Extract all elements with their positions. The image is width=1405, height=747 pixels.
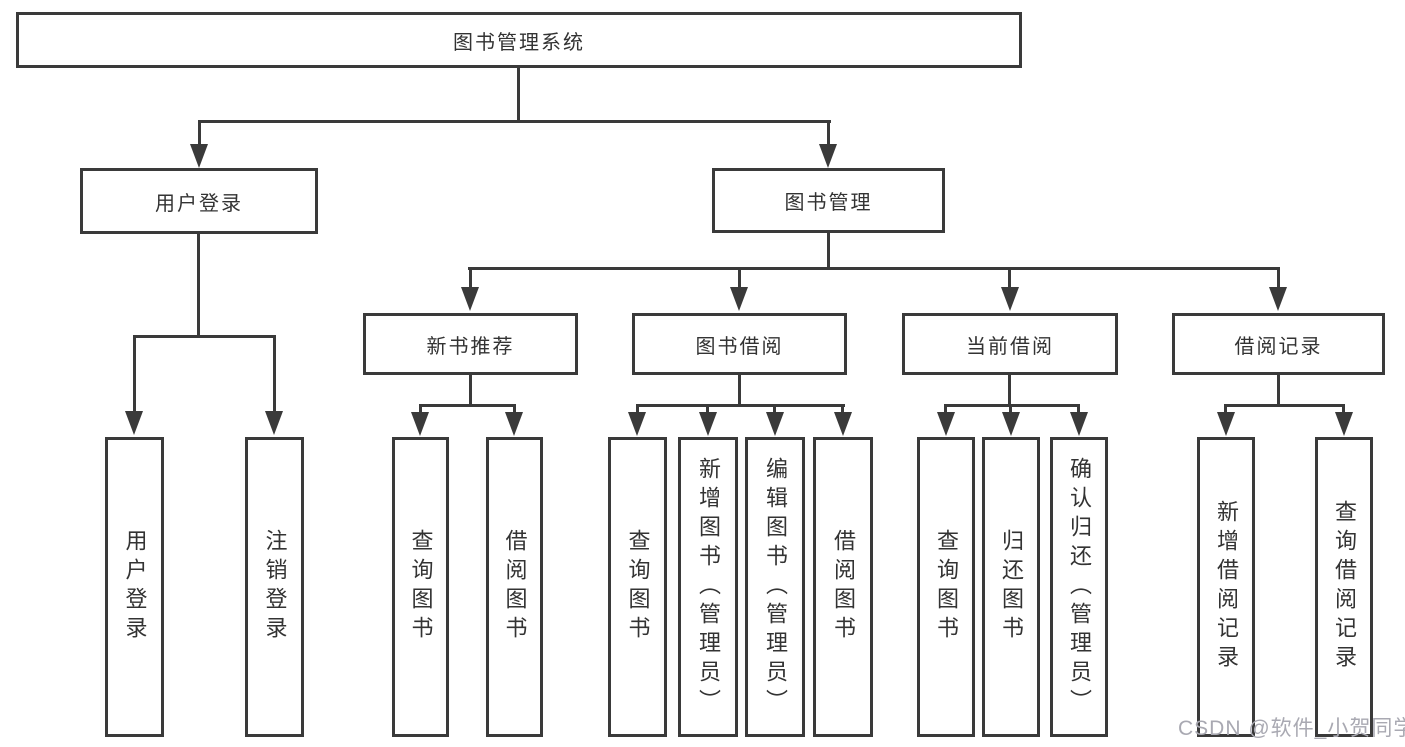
arrowhead-down-icon — [730, 287, 748, 311]
connector-drop — [469, 267, 472, 289]
connector-stem — [1008, 375, 1011, 406]
node-user-login: 用户登录 — [80, 168, 318, 234]
connector-drop — [827, 120, 830, 146]
leaf-add-borrow-record: 新增借阅记录 — [1197, 437, 1255, 737]
connector-stem — [738, 375, 741, 406]
connector-drop — [841, 404, 844, 414]
connector-branch — [636, 404, 845, 407]
connector-drop — [706, 404, 709, 414]
leaf-borrow-books: 借阅图书 — [813, 437, 873, 737]
arrowhead-down-icon — [628, 412, 646, 436]
connector-drop — [513, 404, 516, 414]
connector-branch — [419, 404, 516, 407]
leaf-query-books: 查询图书 — [392, 437, 449, 737]
connector-drop — [198, 120, 201, 146]
arrowhead-down-icon — [411, 412, 429, 436]
node-new-book-recommend: 新书推荐 — [363, 313, 578, 375]
arrowhead-down-icon — [1070, 412, 1088, 436]
arrowhead-down-icon — [1269, 287, 1287, 311]
arrowhead-down-icon — [699, 412, 717, 436]
arrowhead-down-icon — [1217, 412, 1235, 436]
connector-stem — [469, 375, 472, 406]
leaf-confirm-return-admin: 确认归还（管理员） — [1050, 437, 1108, 737]
arrowhead-down-icon — [505, 412, 523, 436]
connector-drop — [1224, 404, 1227, 414]
leaf-borrow-books: 借阅图书 — [486, 437, 543, 737]
connector-drop — [1008, 267, 1011, 289]
connector-branch — [944, 404, 1080, 407]
connector-drop — [1277, 267, 1280, 289]
arrowhead-down-icon — [937, 412, 955, 436]
leaf-query-books: 查询图书 — [608, 437, 667, 737]
arrowhead-down-icon — [125, 411, 143, 435]
connector-stem — [827, 233, 830, 269]
node-book-management: 图书管理 — [712, 168, 945, 233]
arrowhead-down-icon — [834, 412, 852, 436]
arrowhead-down-icon — [766, 412, 784, 436]
arrowhead-down-icon — [1001, 287, 1019, 311]
leaf-query-books: 查询图书 — [917, 437, 975, 737]
connector-drop — [1077, 404, 1080, 414]
connector-branch — [198, 120, 831, 123]
arrowhead-down-icon — [461, 287, 479, 311]
connector-drop — [773, 404, 776, 414]
arrowhead-down-icon — [819, 144, 837, 168]
arrowhead-down-icon — [265, 411, 283, 435]
node-book-borrowing: 图书借阅 — [632, 313, 847, 375]
connector-branch — [468, 267, 1280, 270]
connector-drop — [636, 404, 639, 414]
connector-drop — [944, 404, 947, 414]
connector-stem — [1277, 375, 1280, 406]
leaf-return-books: 归还图书 — [982, 437, 1040, 737]
leaf-add-books-admin: 新增图书（管理员） — [678, 437, 738, 737]
connector-drop — [738, 267, 741, 289]
leaf-user-login: 用户登录 — [105, 437, 164, 737]
watermark: CSDN @软件_小贺同学 — [1178, 717, 1405, 740]
leaf-edit-books-admin: 编辑图书（管理员） — [745, 437, 805, 737]
connector-drop — [1009, 404, 1012, 414]
arrowhead-down-icon — [190, 144, 208, 168]
connector-stem — [517, 68, 520, 121]
leaf-query-borrow-record: 查询借阅记录 — [1315, 437, 1373, 737]
node-current-borrowing: 当前借阅 — [902, 313, 1118, 375]
connector-drop — [133, 335, 136, 413]
connector-drop — [273, 335, 276, 413]
connector-branch — [133, 335, 276, 338]
arrowhead-down-icon — [1335, 412, 1353, 436]
connector-stem — [197, 234, 200, 337]
connector-drop — [419, 404, 422, 414]
connector-branch — [1224, 404, 1345, 407]
leaf-logout: 注销登录 — [245, 437, 304, 737]
arrowhead-down-icon — [1002, 412, 1020, 436]
node-borrowing-records: 借阅记录 — [1172, 313, 1385, 375]
node-book-management-system: 图书管理系统 — [16, 12, 1022, 68]
connector-drop — [1342, 404, 1345, 414]
